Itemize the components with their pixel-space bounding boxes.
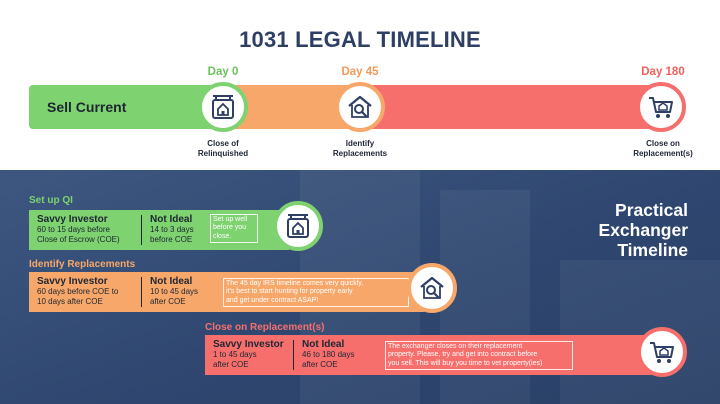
sign-house-icon [212, 95, 234, 119]
savvy-investor-block: Savvy Investor 1 to 45 days after COE [213, 339, 284, 369]
card-identify-replacements: Savvy Investor 60 days before COE to 10 … [29, 272, 424, 312]
practical-timeline-heading: Practical Exchanger Timeline [598, 200, 688, 260]
note-box: Set up well before you close. [210, 214, 258, 243]
section-icon-circle [407, 263, 457, 313]
note-box: The exchanger closes on their replacemen… [385, 341, 573, 370]
house-search-icon [420, 276, 444, 299]
milestone-identify-replacements [335, 82, 385, 132]
note-box: The 45 day IRS timeline comes very quick… [223, 278, 409, 307]
not-ideal-block: Not Ideal 46 to 180 days after COE [302, 339, 355, 369]
section-icon-circle [273, 201, 323, 251]
milestone-close-replacement [636, 82, 686, 132]
not-ideal-block: Not Ideal 10 to 45 days after COE [150, 276, 199, 306]
not-ideal-block: Not Ideal 14 to 3 days before COE [150, 214, 194, 244]
savvy-investor-block: Savvy Investor 60 days before COE to 10 … [37, 276, 119, 306]
section-icon-circle [637, 327, 687, 377]
house-cart-icon [649, 97, 673, 118]
house-cart-icon [650, 342, 674, 363]
sell-current-label: Sell Current [47, 99, 127, 115]
day-45-label: Day 45 [341, 66, 379, 78]
card-close-replacement: Savvy Investor 1 to 45 days after COE No… [205, 335, 660, 375]
milestone-caption-identify: Identify Replacements [332, 139, 388, 158]
page-title: 1031 LEGAL TIMELINE [239, 27, 481, 52]
milestone-caption-relinquished: Close of Relinquished [197, 139, 249, 158]
milestone-caption-replacement: Close on Replacement(s) [633, 139, 693, 158]
section-title-close: Close on Replacement(s) [205, 322, 325, 333]
house-search-icon [348, 95, 372, 118]
section-title-setup-qi: Set up QI [29, 195, 73, 206]
day-180-label: Day 180 [641, 66, 685, 78]
sign-house-icon [287, 214, 309, 238]
card-setup-qi: Savvy Investor 60 to 15 days before Clos… [29, 210, 289, 250]
timeline-segment-green [29, 85, 219, 129]
milestone-close-relinquished [198, 82, 248, 132]
timeline-segment-red [361, 85, 677, 129]
savvy-investor-block: Savvy Investor 60 to 15 days before Clos… [37, 214, 120, 244]
day-0-label: Day 0 [207, 66, 239, 78]
practical-timeline-panel: Set up QI Savvy Investor 60 to 15 days b… [0, 170, 720, 404]
section-title-identify: Identify Replacements [29, 259, 136, 270]
